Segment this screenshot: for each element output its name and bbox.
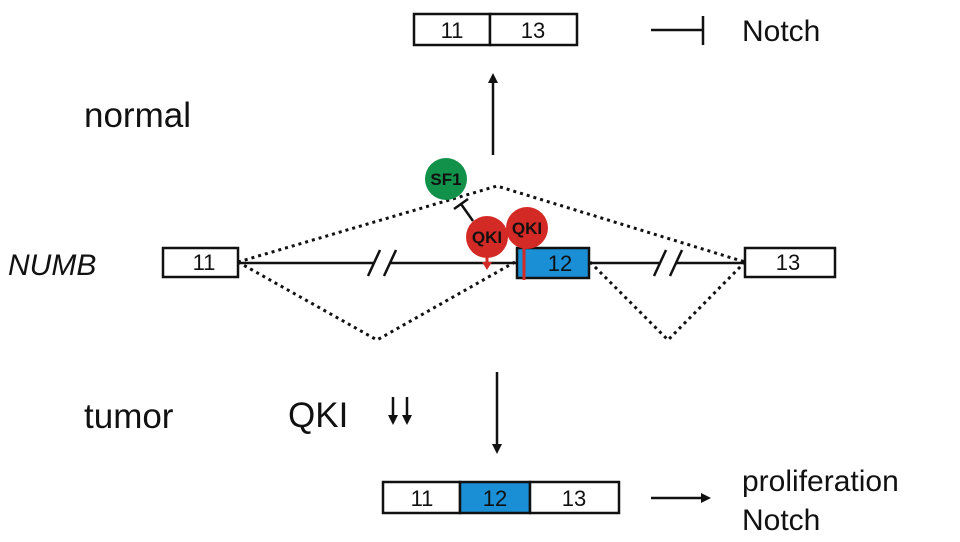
top-exon-13-label: 13 xyxy=(521,18,545,43)
qki-protein-1: QKI xyxy=(466,216,508,270)
splicing-paths xyxy=(237,184,747,343)
tumor-isoform: 11 12 13 xyxy=(381,480,621,515)
qki-protein-2: QKI xyxy=(506,207,548,280)
gene-exon-11-box xyxy=(161,246,240,279)
bottom-exon-12-box xyxy=(458,480,532,515)
gene-exon-12-label: 12 xyxy=(548,251,572,276)
top-exon-13-box xyxy=(488,12,579,47)
gene-exon-12-box xyxy=(515,246,591,280)
notch-inhibition: Notch xyxy=(651,15,820,48)
break-mark-4 xyxy=(668,249,684,277)
sf1-inhibition-line xyxy=(459,203,475,222)
top-exon-11-box xyxy=(412,12,492,47)
qki-1-label: QKI xyxy=(472,228,502,247)
gene-exon-13-box xyxy=(743,246,837,279)
qki-downregulated: QKI xyxy=(288,396,412,435)
qki-1-tip xyxy=(482,262,492,270)
proliferation-label: proliferation xyxy=(742,465,899,498)
include-junction-left xyxy=(237,260,516,342)
break-mark-1 xyxy=(366,249,382,277)
sf1-label: SF1 xyxy=(430,170,461,189)
normal-label: normal xyxy=(84,96,191,135)
include-junction-right xyxy=(588,260,747,343)
bottom-exon-13-box xyxy=(528,480,621,515)
skip-junction-upper xyxy=(237,184,746,264)
bottom-exon-11-box xyxy=(381,480,462,515)
qki-low-label: QKI xyxy=(288,396,348,435)
tumor-label: tumor xyxy=(84,397,174,436)
bottom-exon-11-label: 11 xyxy=(411,486,434,511)
gene-exon-11-label: 11 xyxy=(193,250,216,275)
normal-isoform: 11 13 xyxy=(412,12,579,47)
bottom-exon-13-label: 13 xyxy=(562,486,586,511)
notch-bottom-label: Notch xyxy=(742,504,820,537)
qki-1-bubble xyxy=(466,216,508,258)
sf1-protein: SF1 xyxy=(425,158,475,222)
bottom-exon-12-label: 12 xyxy=(483,486,507,511)
notch-top-label: Notch xyxy=(742,15,820,48)
sf1-inhibition-bar xyxy=(453,197,469,211)
top-exon-11-label: 11 xyxy=(441,18,464,43)
gene-exon-13-label: 13 xyxy=(776,250,800,275)
gene-exons: 11 12 13 xyxy=(161,246,837,280)
gene-intron-line xyxy=(238,249,745,277)
gene-label: NUMB xyxy=(8,249,96,282)
sf1-bubble xyxy=(425,158,467,200)
qki-2-bubble xyxy=(506,207,548,249)
break-mark-3 xyxy=(652,249,668,277)
qki-2-label: QKI xyxy=(512,219,542,238)
break-mark-2 xyxy=(382,249,398,277)
